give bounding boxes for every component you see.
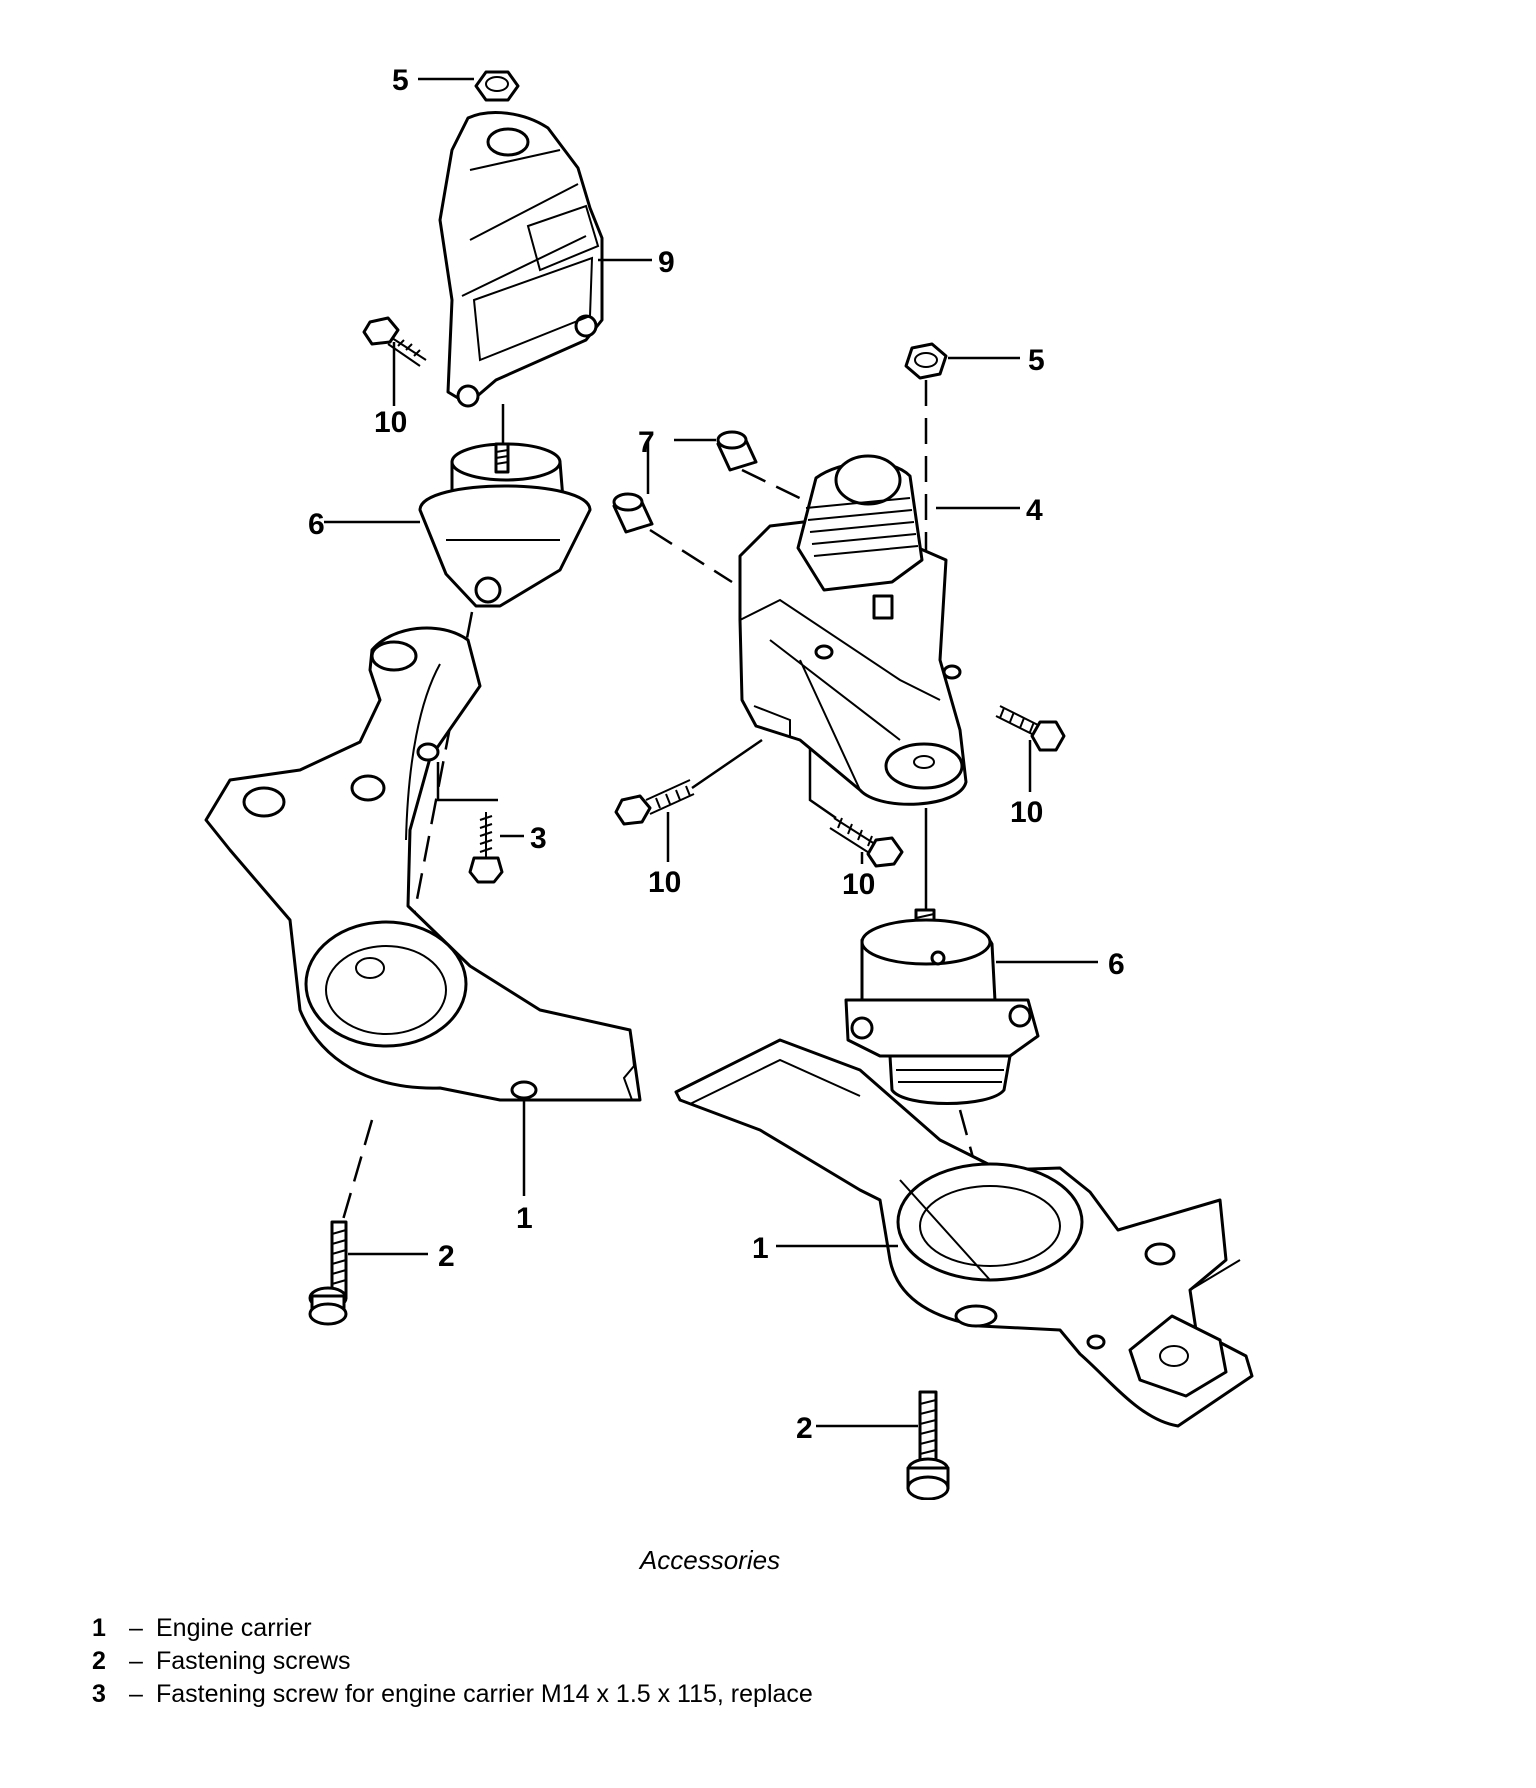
right-bracket-bolt-c bbox=[829, 817, 904, 868]
left-engine-bracket bbox=[438, 111, 604, 408]
callout-right-bolt-a: 10 bbox=[1010, 796, 1043, 829]
callout-right-nut: 5 bbox=[1028, 344, 1045, 377]
legend-item: 2–Fastening screws bbox=[92, 1645, 813, 1678]
legend-text: Fastening screw for engine carrier M14 x… bbox=[156, 1680, 813, 1708]
legend-dash: – bbox=[129, 1680, 143, 1708]
callout-right-carrier: 1 bbox=[752, 1232, 769, 1265]
left-hex-nut bbox=[474, 70, 520, 102]
callout-left-carrier: 1 bbox=[516, 1202, 533, 1235]
right-bracket-bolt-b bbox=[614, 779, 695, 826]
callout-left-nut: 5 bbox=[392, 64, 409, 97]
exploded-parts-diagram: 5 9 10 bbox=[204, 64, 1254, 1500]
callout-right-mount: 6 bbox=[1108, 948, 1125, 981]
left-assembly: 5 9 10 bbox=[204, 64, 675, 1326]
legend-number: 2 bbox=[92, 1647, 106, 1675]
right-sleeve-lower bbox=[612, 492, 654, 534]
right-hex-nut bbox=[904, 342, 948, 380]
legend-number: 1 bbox=[92, 1614, 106, 1642]
callout-right-sleeve: 7 bbox=[638, 426, 655, 459]
callout-left-mount: 6 bbox=[308, 508, 325, 541]
legend-item: 3–Fastening screw for engine carrier M14… bbox=[92, 1678, 813, 1711]
legend-dash: – bbox=[129, 1614, 143, 1642]
legend-text: Fastening screws bbox=[156, 1647, 351, 1675]
callout-left-fastening-screw: 2 bbox=[438, 1240, 455, 1273]
left-carrier-screw bbox=[468, 812, 504, 884]
right-assembly: 5 7 bbox=[612, 342, 1254, 1500]
right-engine-bracket bbox=[738, 454, 968, 806]
callout-right-bracket: 4 bbox=[1026, 494, 1043, 527]
legend-number: 3 bbox=[92, 1680, 106, 1708]
legend-dash: – bbox=[129, 1647, 143, 1675]
right-bracket-bolt-a bbox=[995, 705, 1066, 752]
right-fastening-screw bbox=[906, 1390, 950, 1500]
left-bracket-bolt bbox=[362, 316, 427, 367]
left-engine-mount bbox=[418, 442, 592, 608]
parts-legend: 1–Engine carrier 2–Fastening screws 3–Fa… bbox=[92, 1612, 813, 1711]
left-fastening-screw bbox=[308, 1220, 348, 1326]
legend-text: Engine carrier bbox=[156, 1614, 312, 1642]
callout-right-bolt-c: 10 bbox=[842, 868, 875, 901]
left-engine-carrier bbox=[204, 626, 642, 1102]
callout-left-screw: 3 bbox=[530, 822, 547, 855]
diagram-caption: Accessories bbox=[639, 1545, 781, 1575]
callout-left-bracket: 9 bbox=[658, 246, 675, 279]
legend-item: 1–Engine carrier bbox=[92, 1612, 813, 1645]
right-engine-mount bbox=[844, 908, 1040, 1105]
callout-right-fastening-screw: 2 bbox=[796, 1412, 813, 1445]
right-engine-carrier bbox=[674, 1038, 1254, 1428]
right-sleeve-upper bbox=[716, 430, 758, 472]
callout-right-bolt-b: 10 bbox=[648, 866, 681, 899]
callout-left-bolt: 10 bbox=[374, 406, 407, 439]
